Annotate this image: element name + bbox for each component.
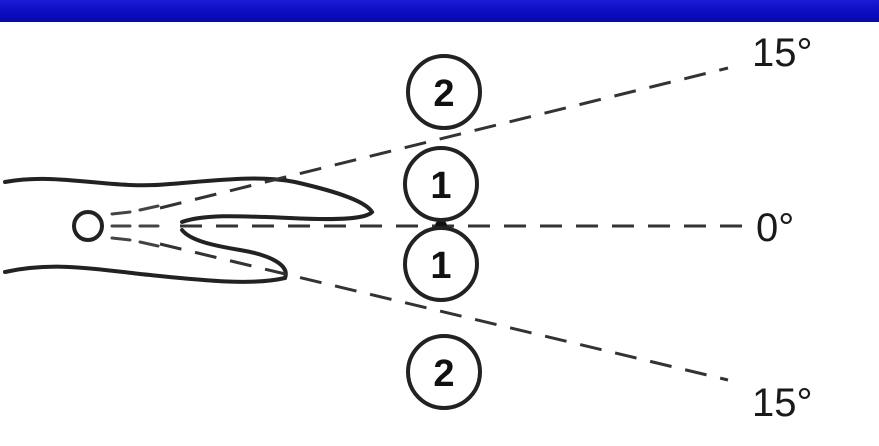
zone-lower-outer: 2 bbox=[406, 334, 482, 410]
lower-outline bbox=[3, 228, 288, 284]
upper-outline bbox=[3, 176, 375, 224]
header-bar bbox=[0, 0, 879, 22]
angle-label-upper: 15° bbox=[752, 31, 813, 75]
origin-dashes bbox=[110, 204, 160, 248]
angle-label-lower: 15° bbox=[752, 381, 813, 425]
upper-15-ray bbox=[159, 66, 729, 210]
zone-lower-inner: 1 bbox=[403, 226, 479, 302]
zone-upper-outer-label: 2 bbox=[433, 73, 454, 115]
zone-upper-inner: 1 bbox=[403, 146, 479, 222]
zone-lower-outer-label: 2 bbox=[433, 353, 454, 395]
origin-circle bbox=[72, 210, 104, 242]
lower-15-ray bbox=[159, 242, 729, 382]
angle-label-center: 0° bbox=[756, 206, 794, 250]
zone-upper-outer: 2 bbox=[406, 54, 482, 130]
zone-upper-inner-label: 1 bbox=[430, 165, 451, 207]
zone-lower-inner-label: 1 bbox=[430, 245, 451, 287]
